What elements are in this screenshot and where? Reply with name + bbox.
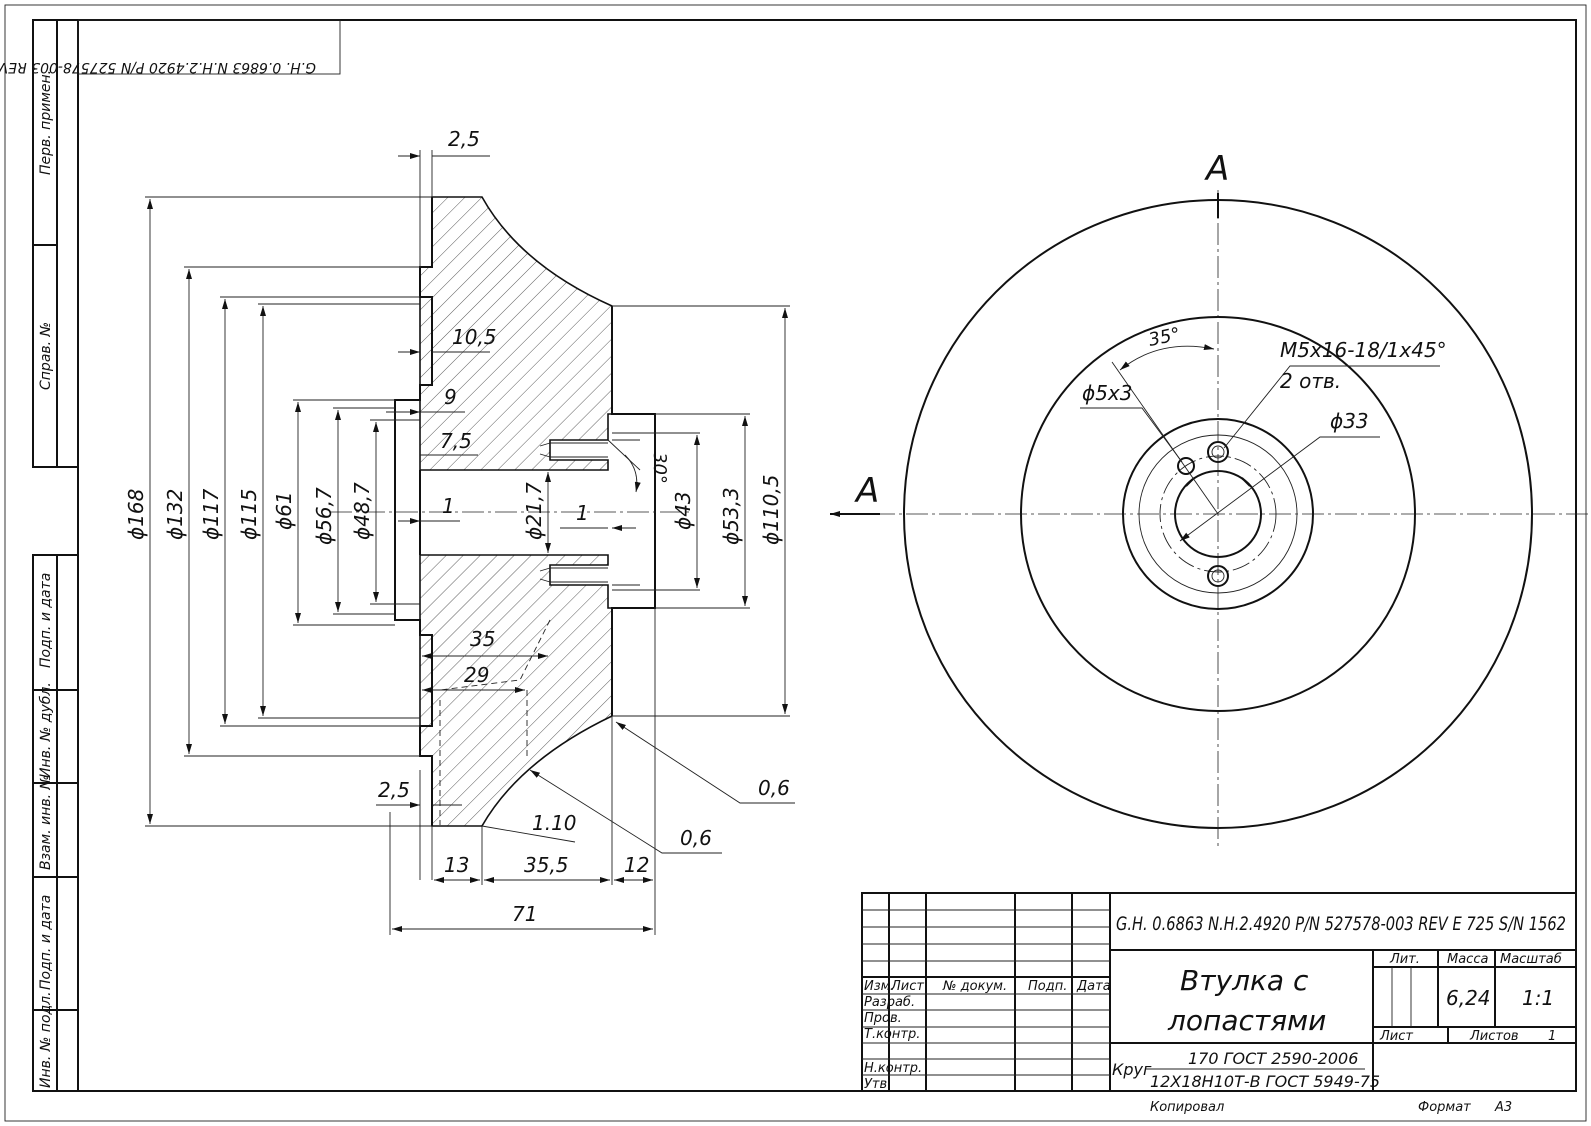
tb-material-prefix: Круг <box>1112 1060 1152 1079</box>
side-strip: Перв. примен. Справ. № Подп. и дата Инв.… <box>32 19 79 1092</box>
dim-115: ϕ115 <box>237 489 261 540</box>
view-letter-top: A <box>1204 149 1229 189</box>
mirrored-stamp: G.H. 0.6863 N.H.2.4920 P/N 527578-003 RE… <box>0 19 341 75</box>
tb-mass-value: 6,24 <box>1446 986 1491 1010</box>
section-body-upper <box>419 196 613 471</box>
section-view <box>330 196 690 827</box>
section-body-lower <box>419 554 613 827</box>
dim-29: 29 <box>464 663 489 687</box>
view-letter-left: A <box>854 471 879 511</box>
dim-2-5-bottom: 2,5 <box>378 778 410 802</box>
label-inv-dubl: Инв. № дубл. <box>38 682 54 778</box>
tb-row-utv: Утв. <box>864 1077 891 1092</box>
dim-12: 12 <box>624 853 649 877</box>
tb-sheets-label: Листов <box>1469 1029 1519 1044</box>
sheet-frame <box>4 4 1587 1122</box>
dim-71: 71 <box>512 902 537 926</box>
tb-mass-label: Масса <box>1447 952 1488 967</box>
label-vzam-inv: Взам. инв. № <box>38 775 54 870</box>
dim-61: ϕ61 <box>272 491 296 530</box>
dim-168: ϕ168 <box>124 489 148 540</box>
tb-part-name-2: лопастями <box>1167 1004 1326 1037</box>
title-block: G.H. 0.6863 N.H.2.4920 P/N 527578-003 RE… <box>861 892 1577 1115</box>
dim-0-6-a: 0,6 <box>758 776 790 800</box>
dim-53-3: ϕ53,3 <box>719 487 743 545</box>
tb-lit-label: Лит. <box>1389 952 1420 967</box>
tb-row-nkontr: Н.контр. <box>864 1061 922 1076</box>
dim-117: ϕ117 <box>199 488 223 540</box>
label-podp-data-1: Подп. и дата <box>38 573 54 668</box>
dim-56-7: ϕ56,7 <box>312 487 336 545</box>
tb-sheet-label: Лист <box>1379 1029 1413 1044</box>
tb-part-name-1: Втулка с <box>1180 964 1309 997</box>
tb-col-podp: Подп. <box>1028 979 1067 994</box>
thread-callout: M5x16-18/1x45° <box>1280 338 1447 362</box>
tb-format-value: А3 <box>1494 1100 1512 1115</box>
dim-33: ϕ33 <box>1330 409 1369 433</box>
tb-material-top: 170 ГОСТ 2590-2006 <box>1188 1049 1358 1068</box>
label-perv-primen: Перв. примен. <box>38 70 54 175</box>
dim-48-7: ϕ48,7 <box>350 482 374 540</box>
dim-1-10: 1.10 <box>532 811 577 835</box>
dim-7-5: 7,5 <box>440 429 472 453</box>
dim-35-5: 35,5 <box>524 853 569 877</box>
dim-1-left: 1 <box>442 494 455 518</box>
dim-35: 35 <box>470 627 495 651</box>
tb-scale-label: Масштаб <box>1500 952 1562 967</box>
tb-col-izm: Изм. <box>864 979 895 994</box>
tb-col-dokum: № докум. <box>942 979 1007 994</box>
tb-row-razrab: Разраб. <box>864 995 915 1010</box>
tb-scale-value: 1:1 <box>1522 986 1554 1010</box>
tb-sheets-value: 1 <box>1548 1029 1556 1044</box>
dim-13: 13 <box>444 853 469 877</box>
dim-2-5-top: 2,5 <box>448 127 480 151</box>
mirrored-stamp-text: G.H. 0.6863 N.H.2.4920 P/N 527578-003 RE… <box>0 59 316 75</box>
dim-43: ϕ43 <box>671 491 695 530</box>
dim-10-5: 10,5 <box>452 325 497 349</box>
dim-0-6-b: 0,6 <box>680 826 712 850</box>
dim-5x3: ϕ5x3 <box>1082 381 1132 405</box>
label-sprav-no: Справ. № <box>38 322 54 390</box>
view-a: A A 35° M5x16-18/1x45° 2 отв. ϕ5x3 ϕ33 <box>830 149 1590 850</box>
tb-material-bottom: 12Х18Н10Т-В ГОСТ 5949-75 <box>1150 1072 1380 1091</box>
tb-row-tkontr: Т.контр. <box>864 1027 920 1042</box>
holes-count: 2 отв. <box>1280 369 1341 393</box>
tb-designation: G.H. 0.6863 N.H.2.4920 P/N 527578-003 RE… <box>1116 913 1566 935</box>
dim-110-5: ϕ110,5 <box>759 475 783 545</box>
dim-30deg: 30° <box>649 452 670 484</box>
tb-copied: Копировал <box>1150 1100 1224 1115</box>
dim-132: ϕ132 <box>163 489 187 540</box>
dim-1-right: 1 <box>576 501 589 525</box>
tb-col-data: Дата <box>1076 979 1111 994</box>
section-dimensions: ϕ168 ϕ132 ϕ117 ϕ115 ϕ61 ϕ56,7 ϕ48,7 ϕ21,… <box>124 127 795 935</box>
tb-format-label: Формат <box>1418 1100 1471 1115</box>
label-inv-podl: Инв. № подл. <box>38 991 54 1088</box>
tb-col-list: Лист <box>890 979 924 994</box>
dim-9: 9 <box>444 385 457 409</box>
tb-row-prov: Пров. <box>864 1011 902 1026</box>
label-podp-data-2: Подп. и дата <box>38 895 54 990</box>
dim-21-7: ϕ21,7 <box>522 482 546 540</box>
